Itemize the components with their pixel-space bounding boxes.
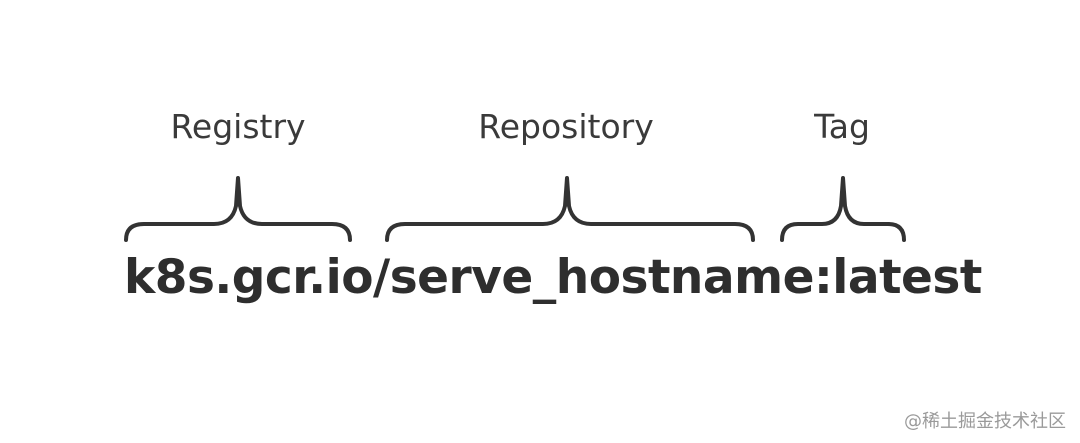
repository-brace <box>385 176 755 242</box>
tag-brace <box>780 176 906 242</box>
registry-label: Registry <box>170 107 306 146</box>
registry-brace <box>124 176 352 242</box>
tag-label: Tag <box>814 107 870 146</box>
watermark: @稀土掘金技术社区 <box>904 411 1066 432</box>
image-reference: k8s.gcr.io/serve_hostname:latest <box>124 250 982 305</box>
repository-label: Repository <box>478 107 654 146</box>
